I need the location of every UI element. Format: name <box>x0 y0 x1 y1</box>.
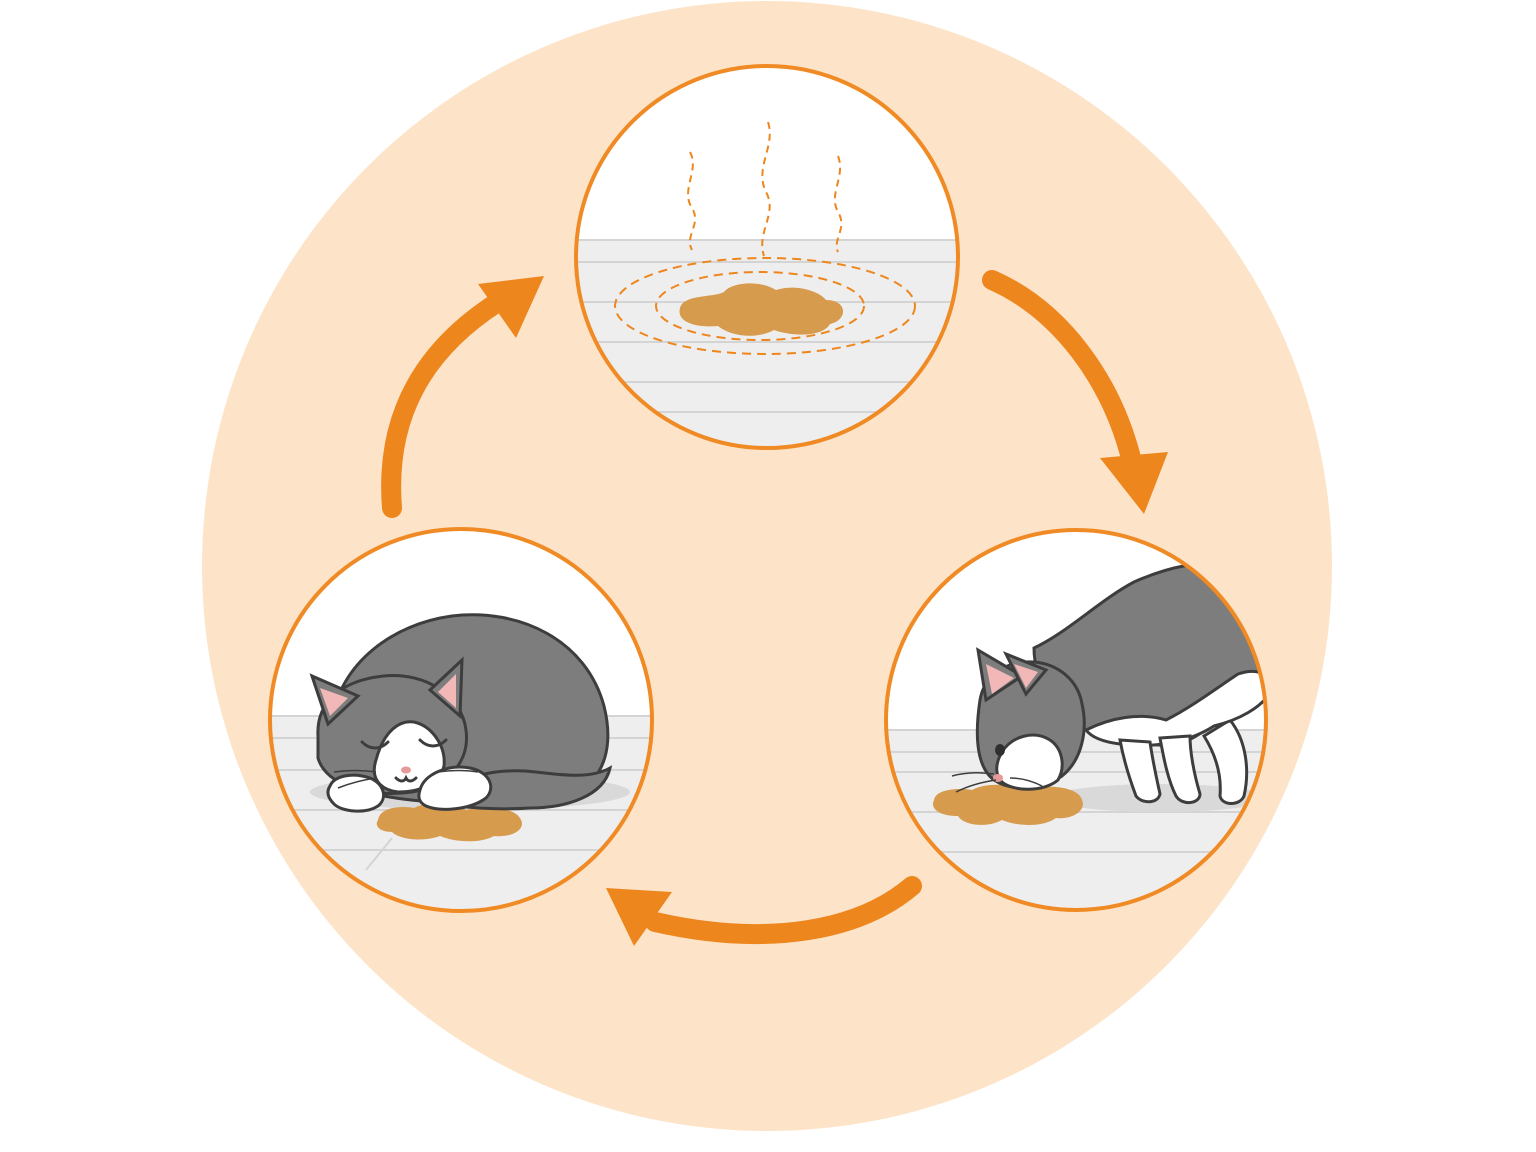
arrow-sniff-to-rest <box>606 876 922 946</box>
stage-sniff-ring <box>884 528 1268 912</box>
arrow-stain-to-sniff <box>982 270 1168 514</box>
arrow-rest-to-stain <box>381 276 544 518</box>
cycle-arrows <box>381 270 1168 946</box>
stage-stain-ring <box>574 64 960 450</box>
stage-sniff <box>884 528 1268 912</box>
stage-rest-ring <box>268 527 654 913</box>
